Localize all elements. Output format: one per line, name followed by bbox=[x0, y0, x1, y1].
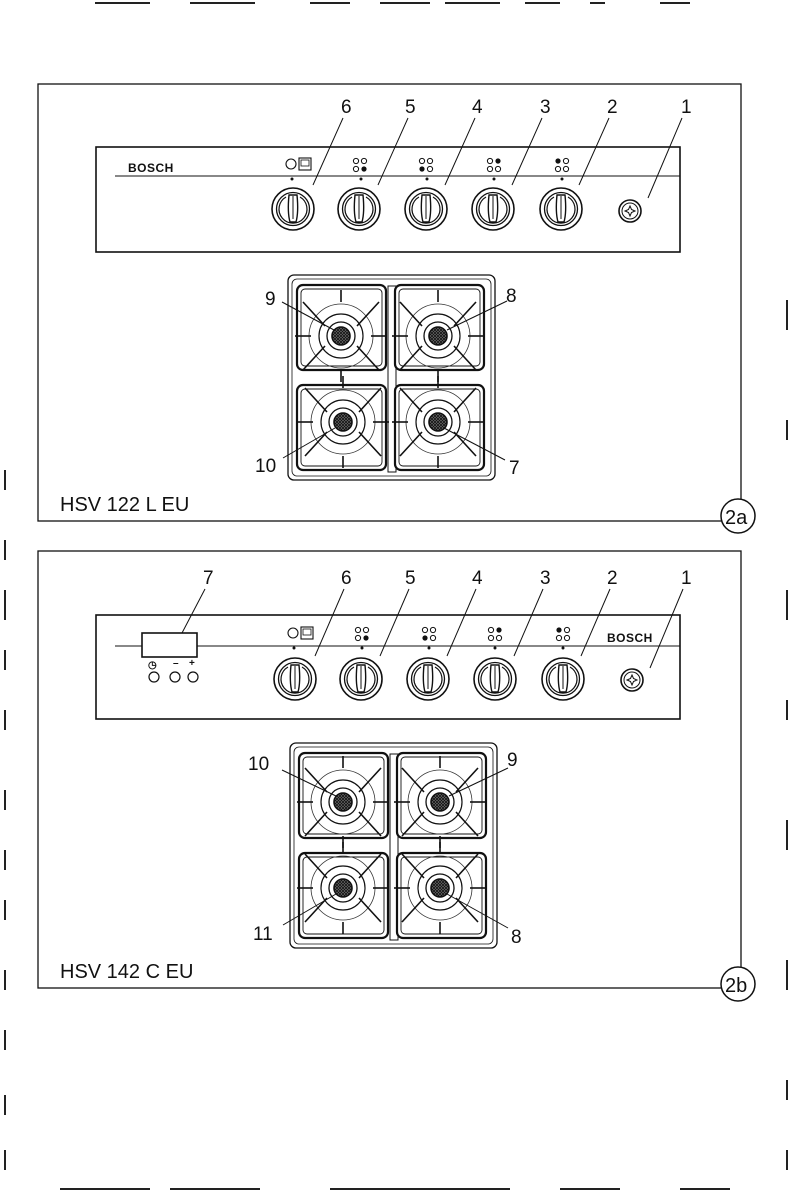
callout-label: 6 bbox=[341, 97, 352, 118]
burner-knob[interactable] bbox=[472, 188, 514, 230]
timer-button[interactable] bbox=[149, 672, 159, 682]
burner-knob[interactable] bbox=[474, 658, 516, 700]
callout-label: 8 bbox=[511, 927, 522, 948]
burner-knob[interactable] bbox=[340, 658, 382, 700]
timer-symbol: – bbox=[173, 658, 179, 669]
callout-label: 2 bbox=[607, 97, 618, 118]
oven-knob[interactable] bbox=[274, 658, 316, 700]
timer-symbol: ◷ bbox=[148, 660, 157, 671]
burner-knob[interactable] bbox=[540, 188, 582, 230]
callout-label: 9 bbox=[265, 289, 276, 310]
ignition-button[interactable] bbox=[619, 200, 641, 222]
callout-label: 3 bbox=[540, 97, 551, 118]
burner-knob[interactable] bbox=[405, 188, 447, 230]
callout-label: 5 bbox=[405, 568, 416, 589]
figure-2a: BOSCH 6 5 4 3 2 1 bbox=[38, 84, 755, 533]
callout-label: 1 bbox=[681, 97, 692, 118]
burner-knob[interactable] bbox=[407, 658, 449, 700]
bosch-logo: BOSCH bbox=[607, 631, 653, 645]
callout-label: 7 bbox=[509, 458, 520, 479]
burner-knob[interactable] bbox=[542, 658, 584, 700]
callout-label: 4 bbox=[472, 97, 483, 118]
callout-label: 2 bbox=[607, 568, 618, 589]
timer-minus-button[interactable] bbox=[170, 672, 180, 682]
hob-top-view-2a bbox=[288, 275, 495, 480]
callout-label: 10 bbox=[255, 456, 276, 477]
figure-label: 2b bbox=[725, 975, 747, 997]
model-name: HSV 122 L EU bbox=[60, 494, 189, 516]
callout-label: 4 bbox=[472, 568, 483, 589]
callout-label: 9 bbox=[507, 750, 518, 771]
timer-symbol: + bbox=[189, 658, 195, 669]
ignition-button[interactable] bbox=[621, 669, 643, 691]
model-name: HSV 142 C EU bbox=[60, 961, 193, 983]
oven-knob[interactable] bbox=[272, 188, 314, 230]
figure-2b: ◷ – + BOSCH bbox=[38, 551, 755, 1001]
callout-label: 1 bbox=[681, 568, 692, 589]
callout-label: 7 bbox=[203, 568, 214, 589]
callout-label: 10 bbox=[248, 754, 269, 775]
burner-knob[interactable] bbox=[338, 188, 380, 230]
bosch-logo: BOSCH bbox=[128, 161, 174, 175]
clock-display bbox=[142, 633, 197, 657]
hob-top-view-2b bbox=[290, 743, 497, 948]
callout-label: 8 bbox=[506, 286, 517, 307]
callout-label: 11 bbox=[253, 924, 273, 945]
callout-label: 6 bbox=[341, 568, 352, 589]
callout-label: 3 bbox=[540, 568, 551, 589]
timer-plus-button[interactable] bbox=[188, 672, 198, 682]
figure-label: 2a bbox=[725, 507, 748, 529]
callout-label: 5 bbox=[405, 97, 416, 118]
